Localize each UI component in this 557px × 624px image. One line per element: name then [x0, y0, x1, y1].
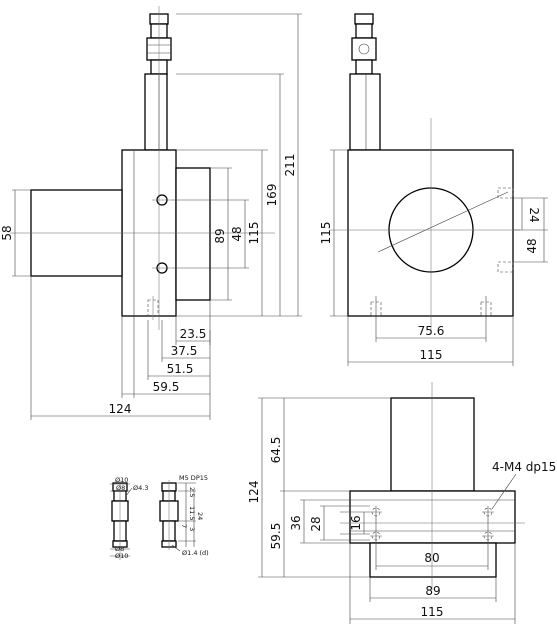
top-dim-16: 16 [349, 515, 363, 530]
detail-2-5: 2.5 [188, 487, 196, 497]
front-view: 211 169 115 89 48 58 23.5 37.5 51.5 59.5… [0, 6, 302, 420]
dim-48: 48 [230, 226, 244, 241]
top-dim-28: 28 [309, 516, 323, 531]
dim-89: 89 [213, 228, 227, 243]
side-connector-body [351, 37, 377, 61]
dim-51-5: 51.5 [167, 362, 194, 376]
dim-124: 124 [109, 402, 132, 416]
detail-11-5: 11.5 [188, 506, 196, 520]
detail-3: 3 [188, 527, 196, 531]
detail-7: 7 [180, 524, 188, 528]
side-dim-115-h: 115 [420, 348, 443, 362]
top-dim-59-5: 59.5 [269, 523, 283, 550]
detail-24: 24 [196, 512, 204, 520]
side-dim-48: 48 [525, 238, 539, 253]
hole-note: 4-M4 dp15 [492, 460, 556, 474]
detail-dia-4-3: Ø4.3 [133, 484, 148, 492]
dim-115: 115 [247, 222, 261, 245]
dim-211: 211 [283, 154, 297, 177]
side-view: 115 24 48 75.6 115 [319, 13, 548, 366]
top-dim-80: 80 [424, 551, 439, 565]
detail-m5-dp15: M5 DP15 [179, 474, 208, 482]
top-upper-block [390, 397, 475, 492]
detail-dia-1-4: Ø1.4 (d) [182, 549, 209, 557]
side-connector-cap [354, 13, 374, 25]
side-shaft [349, 73, 381, 151]
dim-58: 58 [0, 225, 14, 240]
top-dim-89: 89 [425, 584, 440, 598]
right-housing [175, 167, 211, 301]
top-view: 4-M4 dp15 124 64.5 59.5 36 28 16 80 89 [247, 382, 556, 624]
dim-169: 169 [265, 184, 279, 207]
detail-dia-10-bottom: Ø10 [115, 552, 128, 560]
side-dim-115: 115 [319, 222, 333, 245]
side-dim-24: 24 [527, 207, 541, 222]
detail-dia-10-top: Ø10 [115, 476, 128, 484]
detail-dia-8-bottom: Ø8 [115, 545, 124, 553]
side-dim-75-6: 75.6 [418, 324, 445, 338]
top-dim-64-5: 64.5 [269, 437, 283, 464]
dim-23-5: 23.5 [180, 327, 207, 341]
dim-59-5: 59.5 [153, 380, 180, 394]
dim-37-5: 37.5 [171, 344, 198, 358]
detail-dia-8-top: Ø8 [116, 484, 125, 492]
connector-detail: Ø10 Ø8 Ø4.3 Ø8 Ø10 M5 DP15 2.5 11.5 24 7… [110, 474, 209, 560]
top-dim-115: 115 [421, 605, 444, 619]
top-lower-block [369, 542, 497, 578]
top-dim-36: 36 [289, 515, 303, 530]
top-dim-124: 124 [247, 481, 261, 504]
shaft [144, 73, 168, 151]
top-mid-plate [349, 490, 516, 544]
